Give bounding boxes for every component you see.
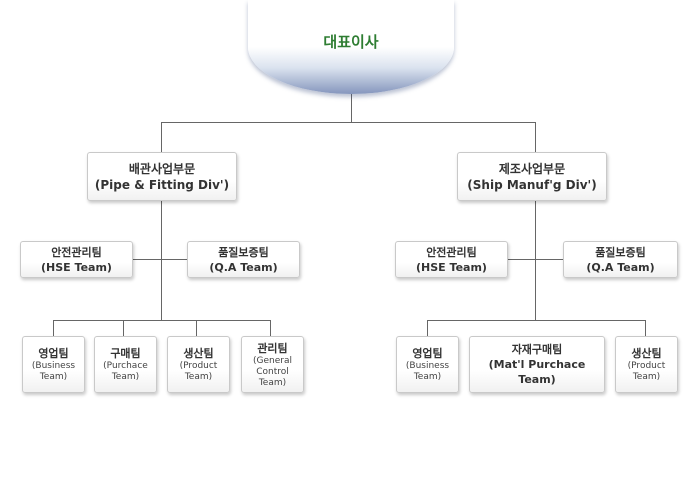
team-right-business-en1: (Business xyxy=(405,361,450,371)
team-right-product: 생산팀 (Product Team) xyxy=(615,336,678,393)
team-left-general-name: 관리팀 xyxy=(257,341,288,355)
division-ship-name: 제조사업부문 xyxy=(498,161,566,176)
team-left-general-en2: Control xyxy=(256,366,289,377)
team-left-hse: 안전관리팀 (HSE Team) xyxy=(20,241,133,278)
team-left-business-en2: Team) xyxy=(39,372,68,382)
team-right-material: 자재구매팀 (Mat'l Purchace Team) xyxy=(469,336,605,393)
team-right-product-en1: (Product xyxy=(627,361,666,371)
team-left-purchase-en1: (Purchace xyxy=(103,361,148,371)
team-left-purchase-en2: Team) xyxy=(111,372,140,382)
division-pipe-en: (Pipe & Fitting Div') xyxy=(94,177,230,192)
team-left-purchase: 구매팀 (Purchace Team) xyxy=(94,336,157,393)
team-left-general-en3: Team) xyxy=(258,377,287,388)
team-right-material-en: (Mat'l Purchace Team) xyxy=(488,358,586,386)
team-left-hse-en: (HSE Team) xyxy=(41,260,112,274)
team-left-business-en1: (Business xyxy=(31,361,76,371)
team-left-product-en1: (Product xyxy=(179,361,218,371)
division-ship-en: (Ship Manuf'g Div') xyxy=(467,177,597,192)
team-left-general-en1: (General xyxy=(253,355,292,366)
team-left-general: 관리팀 (General Control Team) xyxy=(241,336,304,393)
team-right-hse: 안전관리팀 (HSE Team) xyxy=(395,241,508,278)
team-left-product: 생산팀 (Product Team) xyxy=(167,336,230,393)
ceo-label: 대표이사 xyxy=(323,32,379,51)
division-ship: 제조사업부문 (Ship Manuf'g Div') xyxy=(457,152,607,201)
team-right-hse-name: 안전관리팀 xyxy=(426,245,477,259)
division-pipe: 배관사업부문 (Pipe & Fitting Div') xyxy=(87,152,237,201)
team-left-business-name: 영업팀 xyxy=(38,347,69,360)
ceo-node: 대표이사 xyxy=(248,0,454,94)
team-right-business: 영업팀 (Business Team) xyxy=(396,336,459,393)
team-left-qa: 품질보증팀 (Q.A Team) xyxy=(187,241,300,278)
team-left-qa-name: 품질보증팀 xyxy=(218,245,269,259)
team-right-qa-en: (Q.A Team) xyxy=(586,260,655,274)
team-right-qa-name: 품질보증팀 xyxy=(595,245,646,259)
team-right-product-en2: Team) xyxy=(632,372,661,382)
team-right-business-en2: Team) xyxy=(413,372,442,382)
division-pipe-name: 배관사업부문 xyxy=(128,161,196,176)
team-right-qa: 품질보증팀 (Q.A Team) xyxy=(563,241,678,278)
team-left-qa-en: (Q.A Team) xyxy=(209,260,278,274)
team-right-business-name: 영업팀 xyxy=(412,347,443,360)
team-right-material-name: 자재구매팀 xyxy=(511,343,563,356)
team-left-product-name: 생산팀 xyxy=(183,347,214,360)
team-left-purchase-name: 구매팀 xyxy=(110,347,141,360)
team-left-hse-name: 안전관리팀 xyxy=(51,245,102,259)
team-right-hse-en: (HSE Team) xyxy=(416,260,487,274)
team-left-product-en2: Team) xyxy=(184,372,213,382)
team-left-business: 영업팀 (Business Team) xyxy=(22,336,85,393)
team-right-product-name: 생산팀 xyxy=(631,347,662,360)
